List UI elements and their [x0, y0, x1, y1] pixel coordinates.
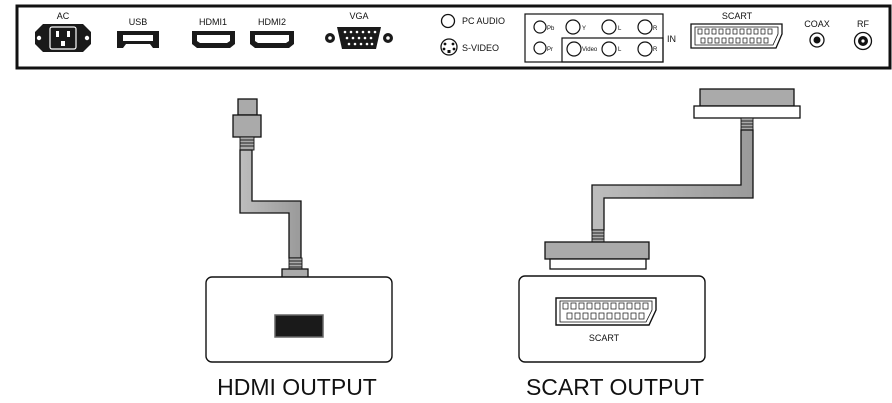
- pb-jack[interactable]: Pb: [533, 20, 555, 34]
- scart-output-device: SCART SCART OUTPUT: [518, 275, 706, 400]
- scart-output-caption: SCART OUTPUT: [526, 374, 704, 400]
- scart-device-port-label: SCART: [589, 333, 620, 343]
- rf-label: RF: [857, 19, 869, 29]
- usb-port[interactable]: USB: [117, 17, 159, 48]
- hdmi2-port[interactable]: HDMI2: [250, 17, 294, 48]
- l-bottom-label: L: [618, 47, 622, 53]
- l-bottom-jack[interactable]: L: [601, 41, 622, 57]
- pr-label: Pr: [547, 47, 553, 53]
- rf-port[interactable]: RF: [853, 19, 873, 51]
- scart-plug-bottom-rim: [549, 258, 647, 270]
- l-top-jack-icon: [601, 19, 617, 35]
- scart-plug-top-body: [693, 105, 801, 119]
- in-label: IN: [667, 34, 676, 44]
- hdmi-device-port-icon[interactable]: [274, 314, 324, 338]
- pc-audio-jack-icon: [440, 13, 456, 29]
- r-top-jack-icon: [637, 19, 653, 35]
- ac-label: AC: [57, 11, 70, 21]
- y-jack[interactable]: Y: [565, 19, 586, 35]
- l-bottom-jack-icon: [601, 41, 617, 57]
- r-bottom-label: R: [653, 47, 658, 53]
- l-top-label: L: [618, 26, 622, 32]
- r-bottom-jack-icon: [637, 41, 653, 57]
- video-jack[interactable]: Video: [566, 41, 598, 57]
- y-jack-icon: [565, 19, 581, 35]
- r-top-jack[interactable]: R: [637, 19, 658, 35]
- coax-port[interactable]: COAX: [804, 19, 830, 48]
- hdmi-output-device: HDMI OUTPUT: [205, 276, 393, 400]
- scart-wire: [591, 129, 754, 231]
- panel-scart-port[interactable]: SCART: [690, 11, 783, 49]
- r-bottom-jack[interactable]: R: [637, 41, 658, 57]
- panel-scart-socket-icon: [690, 23, 783, 49]
- hdmi-cable: [232, 98, 309, 307]
- y-label: Y: [582, 26, 586, 32]
- scart-device-port[interactable]: SCART: [555, 297, 657, 343]
- scart-plug-bottom-body: [544, 241, 650, 260]
- s-video-label: S-VIDEO: [462, 43, 499, 53]
- pb-label: Pb: [547, 26, 555, 32]
- pr-jack[interactable]: Pr: [533, 41, 553, 55]
- pc-audio-label: PC AUDIO: [462, 16, 505, 26]
- panel-scart-label: SCART: [722, 11, 753, 21]
- hdmi1-label: HDMI1: [199, 17, 227, 27]
- hdmi-output-caption: HDMI OUTPUT: [217, 374, 377, 400]
- connector-panel: AC USB HDMI1 HDMI2 VG: [15, 4, 892, 70]
- usb-label: USB: [129, 17, 148, 27]
- pc-audio-port[interactable]: PC AUDIO: [440, 13, 506, 29]
- av-input-block: Pb Pr Y Video L L: [524, 13, 676, 63]
- video-label: Video: [582, 47, 598, 53]
- vga-port[interactable]: VGA: [325, 11, 393, 49]
- scart-plug-top-rim: [699, 88, 795, 107]
- hdmi-plug-tip-top: [237, 98, 258, 116]
- hdmi-plug-body-top: [232, 114, 262, 138]
- video-jack-icon: [566, 41, 582, 57]
- l-top-jack[interactable]: L: [601, 19, 622, 35]
- hdmi-wire: [239, 149, 302, 259]
- composite-group-frame: [561, 37, 664, 63]
- scart-cable: [544, 88, 801, 270]
- scart-device-socket-icon: [555, 297, 657, 326]
- r-top-label: R: [653, 26, 658, 32]
- pr-jack-icon: [533, 41, 547, 55]
- vga-label: VGA: [349, 11, 368, 21]
- coax-label: COAX: [804, 19, 830, 29]
- hdmi2-label: HDMI2: [258, 17, 286, 27]
- s-video-port[interactable]: S-VIDEO: [440, 38, 499, 56]
- pb-jack-icon: [533, 20, 547, 34]
- hdmi1-port[interactable]: HDMI1: [192, 17, 235, 48]
- ac-port[interactable]: AC: [35, 11, 91, 52]
